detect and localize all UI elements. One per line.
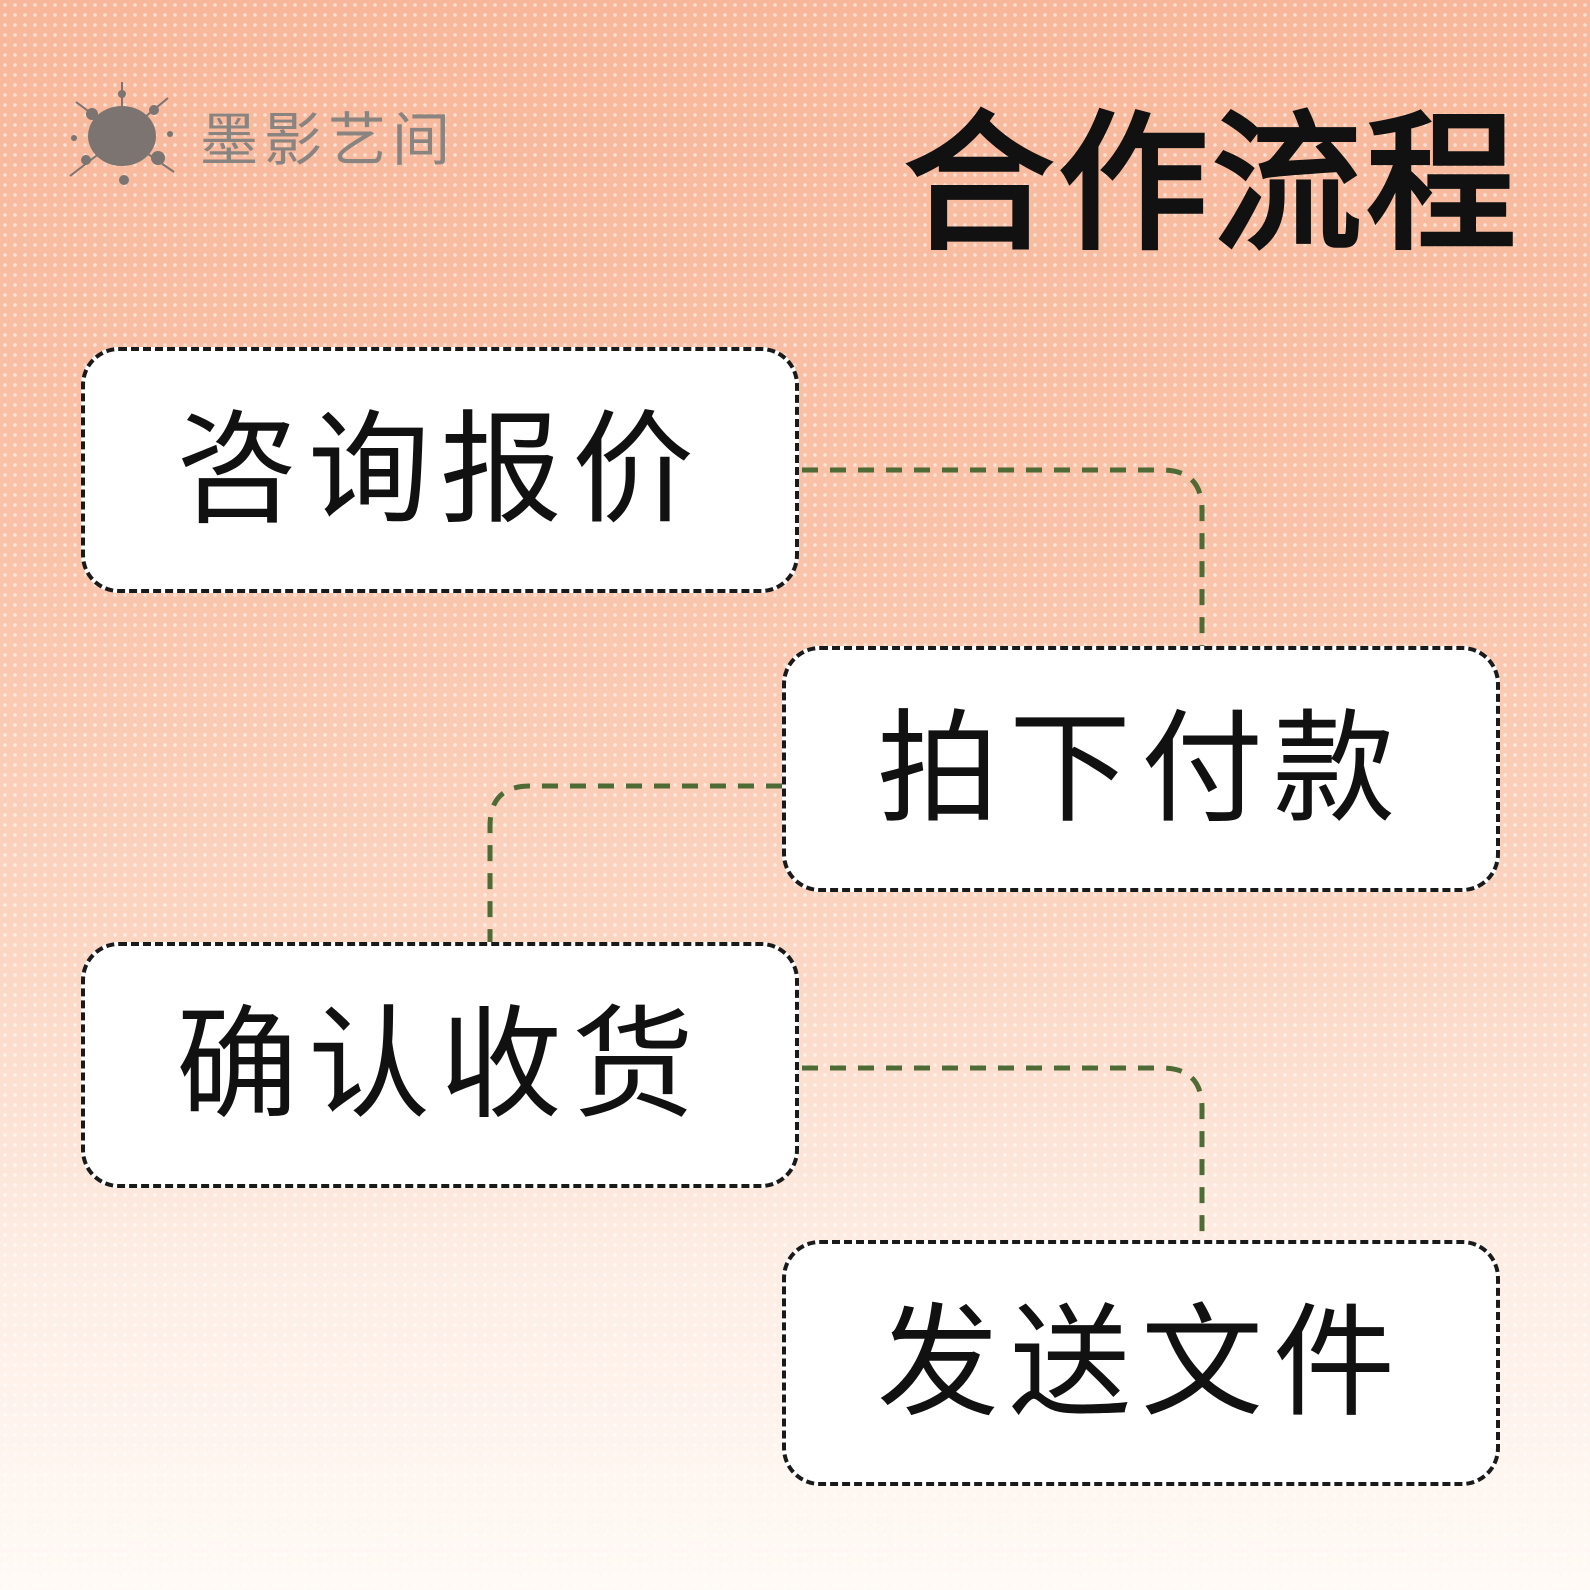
page-title: 合作流程 <box>903 98 1520 272</box>
ink-splash-icon <box>69 82 175 185</box>
step-box-send-file: 发送文件 <box>782 1240 1500 1486</box>
connector-1-2 <box>802 467 1205 646</box>
step-label: 确认收货 <box>176 994 704 1136</box>
connector-2-3 <box>487 783 782 942</box>
step-box-consult: 咨询报价 <box>81 347 799 593</box>
step-box-confirm: 确认收货 <box>81 942 799 1188</box>
step-box-payment: 拍下付款 <box>782 646 1500 892</box>
brand-logo: 墨影艺间 <box>62 80 456 190</box>
step-label: 发送文件 <box>877 1292 1405 1434</box>
connector-3-4 <box>802 1065 1205 1240</box>
step-label: 拍下付款 <box>877 698 1405 840</box>
brand-name: 墨影艺间 <box>200 106 457 174</box>
step-label: 咨询报价 <box>176 399 704 541</box>
